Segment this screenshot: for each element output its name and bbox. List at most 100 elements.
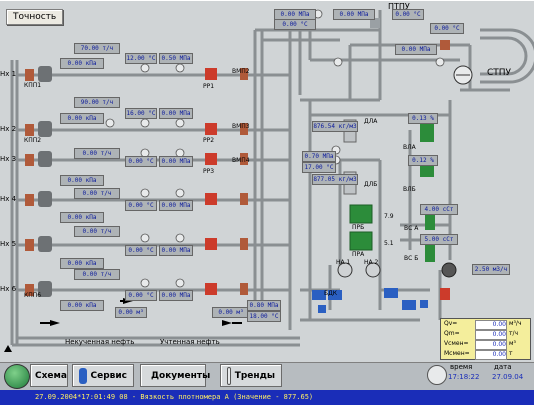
row5-control-valve-icon — [205, 238, 217, 250]
value-field-r6_p: 0.00 МПа — [159, 290, 193, 301]
value-field-vis2: 5.00 сСт — [420, 234, 458, 245]
summary-unit: м³/ч — [509, 320, 522, 327]
row-tag-2: КПП2 — [24, 137, 42, 144]
summary-label: Vсмен= — [444, 340, 469, 347]
prb-tank-icon — [349, 204, 373, 224]
documents-button[interactable]: Документы — [140, 364, 210, 387]
equipment-tag-4: ВМП3 — [232, 123, 250, 130]
value-field-top6: 0.00 °C — [430, 23, 464, 34]
row6-shutoff-valve-icon — [240, 283, 248, 295]
trends-label: Тренды — [234, 370, 275, 381]
na1-pump-icon — [337, 262, 353, 278]
accuracy-button[interactable]: Точность — [6, 9, 64, 25]
value-field-dens2: 877.05 кг/м3 — [312, 174, 358, 185]
value-field-flow1: 70.00 т/ч — [74, 43, 120, 54]
summary-label: Mсмен= — [444, 350, 470, 357]
value-field-flowm3: 2.50 м3/ч — [472, 264, 510, 275]
row-equipment — [25, 18, 450, 297]
scheme-label: Схема — [35, 370, 67, 381]
trends-button[interactable]: Тренды — [220, 364, 282, 387]
top-valve-2-icon — [370, 18, 380, 28]
summary-unit: т/ч — [509, 330, 519, 337]
time-label: время — [450, 363, 473, 371]
value-field-top4: 0.00 °C — [274, 19, 316, 30]
equipment-tag-14: 7.9 — [384, 213, 394, 220]
row-label-4: Нх 4 — [0, 195, 17, 203]
documents-label: Документы — [151, 370, 211, 381]
value-field-r4_kpa: 0.00 кПа — [60, 212, 104, 223]
clock-icon — [427, 365, 447, 385]
row1-filter-icon — [38, 66, 52, 82]
flow-meter-icon — [441, 262, 457, 278]
value-field-flow2: 90.00 т/ч — [74, 97, 120, 108]
outlet-valve-icon — [440, 288, 450, 300]
gauges — [105, 9, 445, 288]
time-box: время дата 17:18:22 27.09.04 — [448, 362, 534, 390]
vsa-icon — [425, 208, 435, 230]
ptpu-label: ПТПУ — [388, 2, 410, 11]
value-field-bla2: 0.12 % — [408, 155, 438, 166]
value-field-r6_kpa: 0.00 кПа — [60, 300, 104, 311]
scheme-button[interactable]: Схема — [30, 364, 68, 387]
value-field-r6_t: 0.00 °C — [125, 290, 157, 301]
status-bar: 27.09.2004*17:01:49 08 - Вязкость плотно… — [0, 390, 534, 405]
value-field-r1_p: 0.50 МПа — [159, 53, 193, 64]
summary-value: 0.00 — [475, 330, 507, 340]
rr1-valve-icon — [205, 68, 217, 80]
row3-valve-icon — [25, 154, 34, 166]
equipment-tag-16: ВС А — [404, 225, 419, 232]
equipment-tag-0: РР1 — [203, 83, 215, 90]
summary-value: 0.00 — [475, 350, 507, 360]
equipment-tag-19: КПП6 — [24, 292, 42, 299]
summary-value: 0.00 — [475, 340, 507, 350]
value-field-r5_t: 0.00 °C — [125, 245, 157, 256]
rr3-valve-icon — [205, 153, 217, 165]
equipment-tag-1: РР2 — [203, 137, 215, 144]
value-field-top2: 0.00 МПа — [333, 9, 375, 20]
stpu-valve-icon — [440, 40, 450, 50]
time-value: 17:18:22 — [448, 373, 480, 381]
value-field-top5: 0.00 МПа — [395, 44, 437, 55]
row4-control-valve-icon — [205, 193, 217, 205]
row1-valve-icon — [25, 69, 34, 81]
service-button[interactable]: Сервис — [72, 364, 134, 387]
value-field-r3_kpa: 0.00 кПа — [60, 175, 104, 186]
summary-label: Qm= — [444, 330, 460, 337]
value-field-bot_m3: 0.00 м³ — [115, 307, 147, 318]
summary-unit: т — [509, 350, 513, 357]
equipment-tag-5: ВМП4 — [232, 157, 250, 164]
summary-unit: м³ — [509, 340, 516, 347]
pra-tank-icon — [349, 231, 373, 251]
globe-icon[interactable] — [4, 364, 30, 389]
vmp2-valve-icon — [240, 68, 248, 80]
service-label: Сервис — [90, 370, 128, 381]
row-tag-1: КПП1 — [24, 82, 42, 89]
value-field-r4_p: 0.00 МПа — [159, 200, 193, 211]
flow-arrows — [40, 298, 242, 326]
value-field-dens1: 876.54 кг/м3 — [312, 121, 358, 132]
row4-filter-icon — [38, 191, 52, 207]
equipment-tag-17: ВС Б — [404, 255, 419, 262]
row-label-2: Нх 2 — [0, 125, 17, 133]
value-field-temp2: 17.00 °C — [302, 162, 336, 173]
equipment-tag-6: ДЛА — [364, 118, 378, 125]
status-message: 27.09.2004*17:01:49 08 - Вязкость плотно… — [35, 393, 314, 401]
raw-oil-label: Некученная нефть — [65, 338, 135, 346]
equipment-tag-9: ВЛБ — [403, 186, 416, 193]
row3-filter-icon — [38, 151, 52, 167]
summary-label: Qv= — [444, 320, 458, 327]
value-field-flow5: 0.00 т/ч — [74, 226, 120, 237]
value-field-pres2: 0.70 МПа — [302, 151, 336, 162]
row6-control-valve-icon — [205, 283, 217, 295]
stpu-label: СТПУ — [487, 68, 512, 78]
equipment-tag-3: ВМП2 — [232, 68, 250, 75]
row-label-1: Нх 1 — [0, 70, 17, 78]
row5-shutoff-valve-icon — [240, 238, 248, 250]
value-field-r3_p: 0.00 МПа — [159, 156, 193, 167]
bla-tank-icon — [420, 120, 434, 142]
row5-valve-icon — [25, 239, 34, 251]
